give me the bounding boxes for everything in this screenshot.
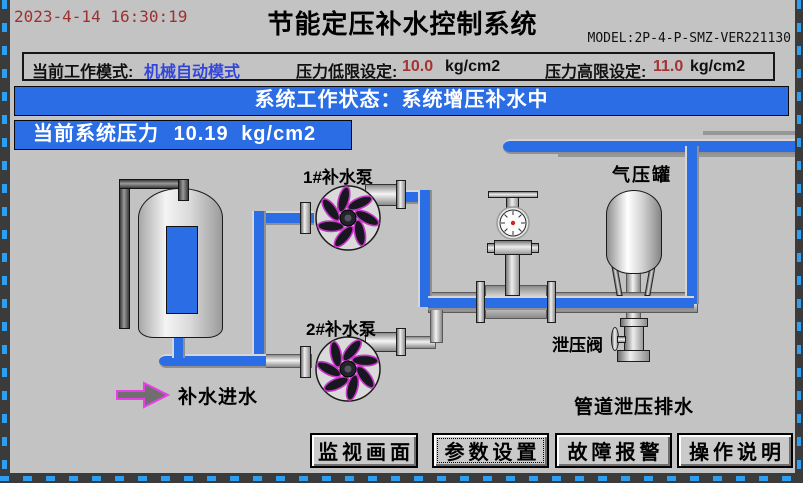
fault-alarm-button[interactable]: 故障报警 <box>555 433 672 468</box>
datetime-display: 2023-4-14 16:30:19 <box>14 7 188 26</box>
current-pressure-banner: 当前系统压力 10.19 kg/cm2 <box>14 120 352 150</box>
air-tank-label: 气压罐 <box>612 165 672 185</box>
gauge-valve-stem-bottom <box>505 254 520 296</box>
left-riser-pipe <box>252 211 266 365</box>
gauge-valve-nut-right <box>531 243 539 253</box>
monitor-screen-button[interactable]: 监视画面 <box>310 433 418 468</box>
pump1-impeller-icon <box>315 185 381 251</box>
frame-edge-left <box>0 0 10 483</box>
gauge-valve-body <box>494 240 532 255</box>
relief-valve-label: 泄压阀 <box>552 336 603 355</box>
system-status-label: 系统工作状态： <box>254 89 402 111</box>
high-limit-value: 11.0 <box>653 58 684 75</box>
pump2-inlet-flange <box>300 346 311 378</box>
low-limit-unit: kg/cm2 <box>445 58 501 75</box>
work-mode-label: 当前工作模式: <box>32 64 134 81</box>
bottom-suction-pipe <box>159 354 266 368</box>
top-supply-pipe <box>503 139 795 154</box>
settings-bar: 当前工作模式: 机械自动模式 压力低限设定: 10.0 kg/cm2 压力高限设… <box>22 52 775 81</box>
current-pressure-label: 当前系统压力 <box>33 123 159 145</box>
air-pressure-tank <box>606 190 662 274</box>
low-limit-value: 10.0 <box>402 58 434 75</box>
main-supply-pipe <box>428 296 694 310</box>
frame-edge-bottom <box>0 473 803 483</box>
pipe-shadow <box>703 131 795 135</box>
relief-valve-bottom-collar <box>617 350 650 362</box>
frame-edge-right <box>795 0 803 483</box>
pump2-label: 2#补水泵 <box>306 320 376 339</box>
tank-level-window <box>166 226 198 314</box>
tank-overflow-pipe-stub <box>178 179 189 201</box>
inlet-label: 补水进水 <box>178 387 259 408</box>
pump1-riser-pipe <box>418 190 432 307</box>
model-number: MODEL:2P-4-P-SMZ-VER221130 <box>587 31 792 46</box>
meter-flange-right <box>547 281 556 323</box>
meter-flange-left <box>476 281 485 323</box>
tank-overflow-pipe-vertical <box>119 181 130 329</box>
pump2-outlet-flange <box>396 328 406 356</box>
page-title: 节能定压补水控制系统 <box>267 9 538 39</box>
work-mode-value: 机械自动模式 <box>144 64 241 81</box>
pump1-inlet-flange <box>300 202 311 234</box>
system-status-banner: 系统工作状态：系统增压补水中 <box>14 86 789 116</box>
high-limit-label: 压力高限设定: <box>545 64 647 81</box>
high-limit-unit: kg/cm2 <box>690 58 746 75</box>
relief-valve-body <box>624 326 644 352</box>
current-pressure-unit: kg/cm2 <box>241 123 317 145</box>
flow-arrow-icon <box>116 381 170 409</box>
gauge-valve-nut-left <box>487 243 495 253</box>
pump1-outlet-flange <box>396 180 406 209</box>
parameter-settings-button[interactable]: 参数设置 <box>432 433 549 468</box>
pump1-inlet-pipe <box>252 211 314 225</box>
system-status-value: 系统增压补水中 <box>401 89 549 111</box>
pipe-shadow <box>558 154 795 157</box>
low-limit-label: 压力低限设定: <box>296 64 398 81</box>
drain-label: 管道泄压排水 <box>574 397 695 418</box>
operation-manual-button[interactable]: 操作说明 <box>677 433 793 468</box>
pump1-label: 1#补水泵 <box>303 168 373 187</box>
current-pressure-value: 10.19 <box>173 123 229 145</box>
right-riser-pipe <box>685 146 699 304</box>
relief-valve-wheel-stem <box>617 336 626 343</box>
pump2-impeller-icon <box>315 336 381 402</box>
pressure-gauge-icon <box>496 206 530 240</box>
